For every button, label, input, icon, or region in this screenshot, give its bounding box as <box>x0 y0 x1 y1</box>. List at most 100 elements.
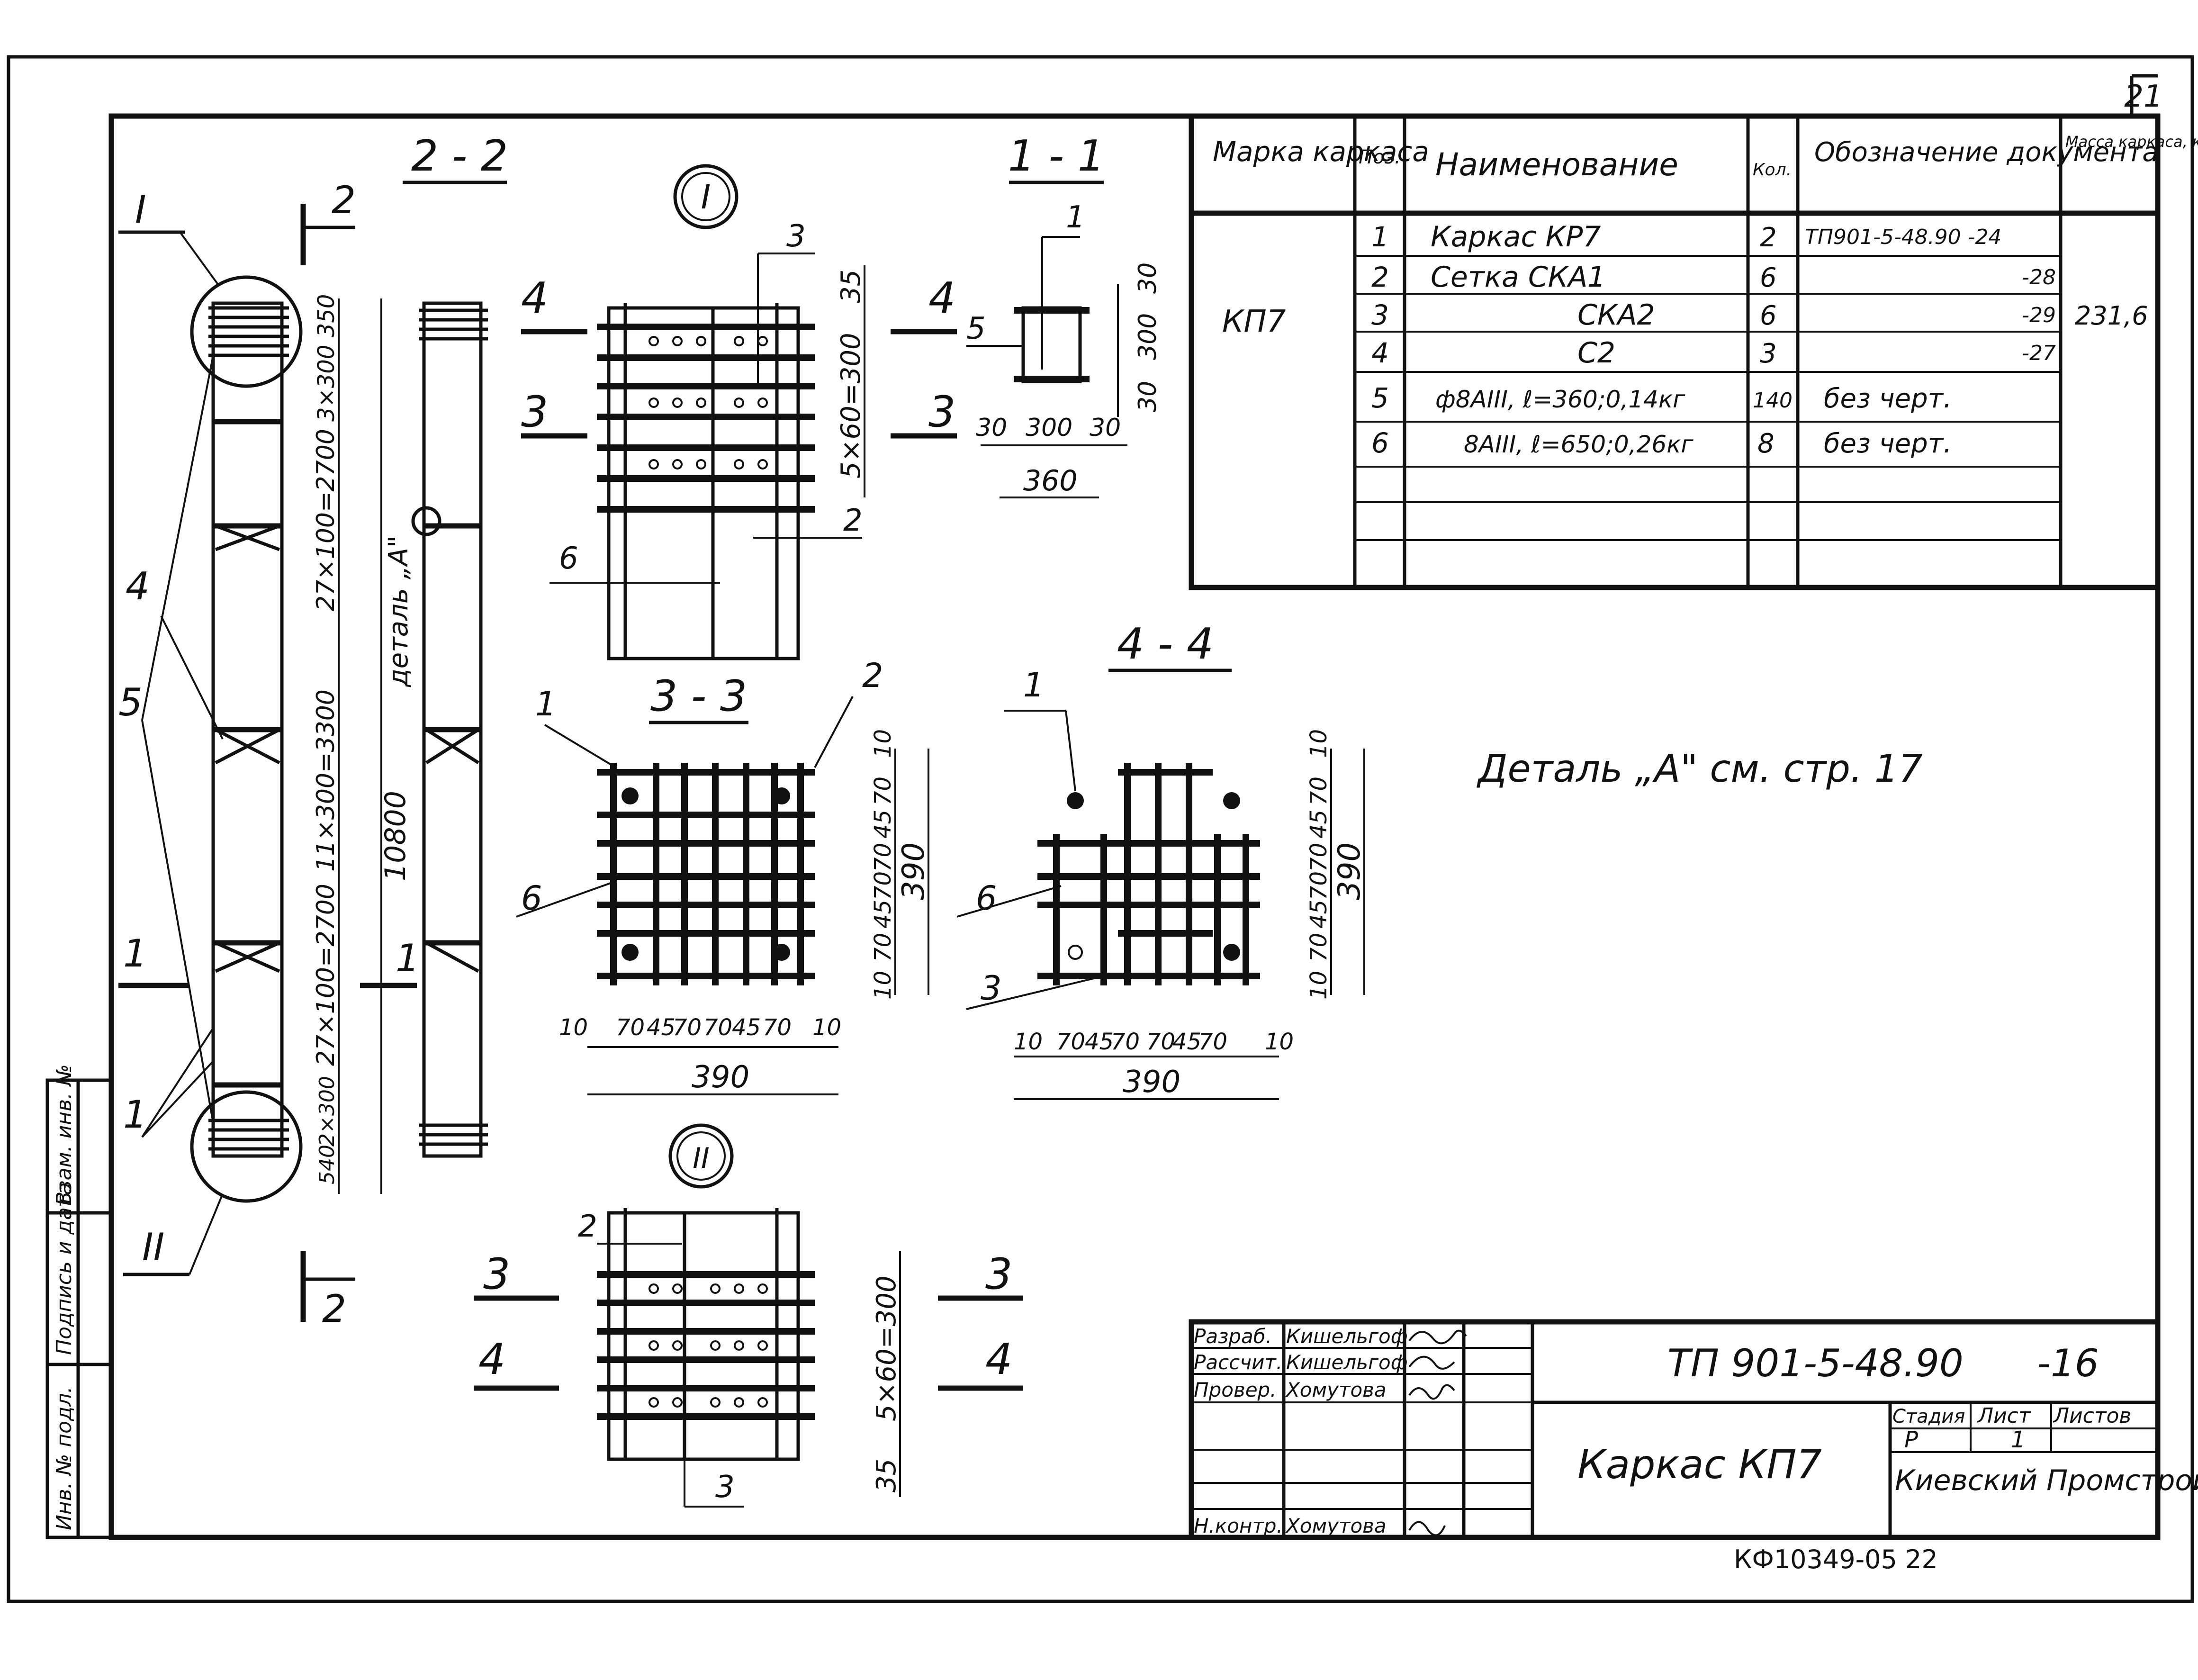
node-II-label: II <box>142 1225 164 1269</box>
row3-doc: -29 <box>2022 303 2056 327</box>
row3-pos: 3 <box>1371 299 1389 331</box>
s11-dim-30h2: 30 <box>1090 414 1121 442</box>
node-II-callout-2: 2 <box>578 1209 597 1244</box>
tb-role-4: Н.контр. <box>1194 1514 1283 1537</box>
node-I: I 4 3 4 3 35 5×60=300 3 <box>521 164 957 660</box>
node-I-bars <box>597 324 815 513</box>
s11-dim-30a: 30 <box>1134 262 1162 294</box>
s44-grid <box>1037 763 1260 985</box>
section-3-3-title: 3 - 3 <box>650 671 747 721</box>
row1-qty: 2 <box>1760 222 1777 253</box>
hdr-mark: Марка каркаса <box>1213 135 1429 168</box>
row4-pos: 4 <box>1371 337 1389 369</box>
hdr-name: Наименование <box>1435 146 1678 183</box>
hdr-mass: Масса каркаса, кг <box>2065 133 2198 151</box>
s33-dim-r4: 70 <box>870 871 896 900</box>
node-II-cut3-right: 3 <box>985 1249 1012 1299</box>
tb-title: Каркас КП7 <box>1577 1441 1822 1488</box>
s44-dim-r7: 10 <box>1306 971 1332 1000</box>
dim-elev-total: 10800 <box>379 791 412 881</box>
s44-callout-1: 1 <box>1023 666 1045 705</box>
node-I-dim-35: 35 <box>836 270 866 303</box>
column-b-mesh <box>419 308 488 1146</box>
cut-1-left: 1 <box>123 931 147 975</box>
row2-name: Сетка СКА1 <box>1431 261 1606 294</box>
title-block: Разраб. Кишельгоф Рассчит. Кишельгоф Про… <box>1189 1319 2198 1540</box>
node-I-dim-5x60: 5×60=300 <box>836 333 866 479</box>
node-I-callout-6: 6 <box>559 541 578 576</box>
s33-dim-total-v: 390 <box>896 842 931 900</box>
row6-name: 8АIII, ℓ=650;0,26кг <box>1464 431 1694 458</box>
dim-elev-4: 2×300 <box>315 1076 339 1147</box>
tb-stage: Р <box>1904 1427 1918 1453</box>
spec-table: Марка каркаса Поз. Наименование Кол. Обо… <box>1189 113 2198 590</box>
s33-dim-r1: 70 <box>870 777 896 805</box>
column-a-mesh-top <box>208 306 289 357</box>
cut-1-right: 1 <box>396 936 420 980</box>
node-II-cut3: 3 <box>483 1249 510 1299</box>
row3-name: СКА2 <box>1577 298 1655 332</box>
cut-2-bottom: 2 <box>322 1287 346 1331</box>
spec-mass: 231,6 <box>2075 301 2148 331</box>
s11-dim-30b: 30 <box>1134 381 1162 412</box>
row6-qty: 8 <box>1757 428 1775 459</box>
side-stamp: Инв. № подл. Подпись и дата Взам. инв. № <box>45 1064 113 1539</box>
sheet-number: 21 <box>2124 79 2162 114</box>
s44-dim-r3: 70 <box>1306 843 1332 872</box>
section-2-2-title: 2 - 2 <box>411 131 508 181</box>
node-I-label: I <box>135 188 146 232</box>
s44-callout-6: 6 <box>976 879 997 918</box>
tb-sheet-label: Лист <box>1977 1404 2031 1428</box>
section-4-4-title: 4 - 4 <box>1117 619 1214 669</box>
section-2-2: 2 - 2 2 2 <box>118 131 508 1331</box>
s44-dim-r1: 70 <box>1306 777 1332 805</box>
s44-dim-r2: 45 <box>1306 810 1332 839</box>
row1-pos: 1 <box>1371 221 1389 253</box>
tb-name-4: Хомутова <box>1285 1514 1387 1537</box>
s33-dim-total-h: 390 <box>692 1060 749 1095</box>
s11-dim-360: 360 <box>1023 464 1078 497</box>
node-II-bars <box>597 1271 815 1420</box>
s33-dim-b4: 70 <box>703 1014 732 1041</box>
s33-dim-r2: 45 <box>870 810 896 839</box>
tb-role-2: Рассчит. <box>1194 1351 1282 1374</box>
node-II-callout-3: 3 <box>715 1470 735 1505</box>
s11-dim-30h: 30 <box>976 414 1007 442</box>
tb-sheet-code: -16 <box>2037 1341 2099 1385</box>
s33-dim-r5: 45 <box>870 900 896 929</box>
s33-dim-b5: 45 <box>732 1014 761 1041</box>
node-I-cut3-right: 3 <box>928 387 955 437</box>
s44-dim-b4: 70 <box>1146 1029 1175 1055</box>
node-II-title: II <box>693 1142 709 1175</box>
stamp-podpis: Подпись и дата <box>52 1183 76 1355</box>
row4-name: С2 <box>1577 336 1615 370</box>
outer-border <box>7 55 2194 1603</box>
s11-dim-300h: 300 <box>1026 414 1072 442</box>
row5-name: ф8АIII, ℓ=360;0,14кг <box>1435 386 1685 413</box>
s33-dim-r0: 10 <box>870 729 896 758</box>
section-3-3: 3 - 3 1 2 6 10 70 <box>516 656 931 1095</box>
node-II-dots <box>649 1283 768 1408</box>
dim-elev-3: 27×100=2700 <box>312 884 340 1066</box>
s33-dim-r7: 10 <box>870 971 896 1000</box>
row1-name: Каркас КР7 <box>1431 220 1601 253</box>
s33-dim-b1: 70 <box>616 1014 645 1041</box>
row2-pos: 2 <box>1371 261 1389 293</box>
s44-dim-r0: 10 <box>1306 729 1332 758</box>
s33-dim-b3: 70 <box>673 1014 702 1041</box>
s33-dim-r6: 70 <box>870 933 896 962</box>
tb-org-text: Киевский Промстройпроект <box>1895 1464 2198 1497</box>
row2-doc: -28 <box>2022 265 2056 289</box>
signature-1 <box>1408 1329 1467 1345</box>
node-I-cut4-right: 4 <box>928 273 955 323</box>
s33-dim-r3: 70 <box>870 843 896 872</box>
tb-role-3: Провер. <box>1194 1378 1277 1401</box>
tb-name-2: Кишельгоф <box>1286 1351 1408 1374</box>
dim-elev-1: 27×100=2700 <box>312 429 340 611</box>
s44-dim-b1: 70 <box>1056 1029 1085 1055</box>
s44-dim-b7: 10 <box>1265 1029 1294 1055</box>
dim-elev-2: 11×300=3300 <box>312 689 340 872</box>
callout-5-elev: 5 <box>118 680 143 724</box>
row5-qty: 140 <box>1753 388 1793 413</box>
s44-dim-r5: 45 <box>1306 900 1332 929</box>
